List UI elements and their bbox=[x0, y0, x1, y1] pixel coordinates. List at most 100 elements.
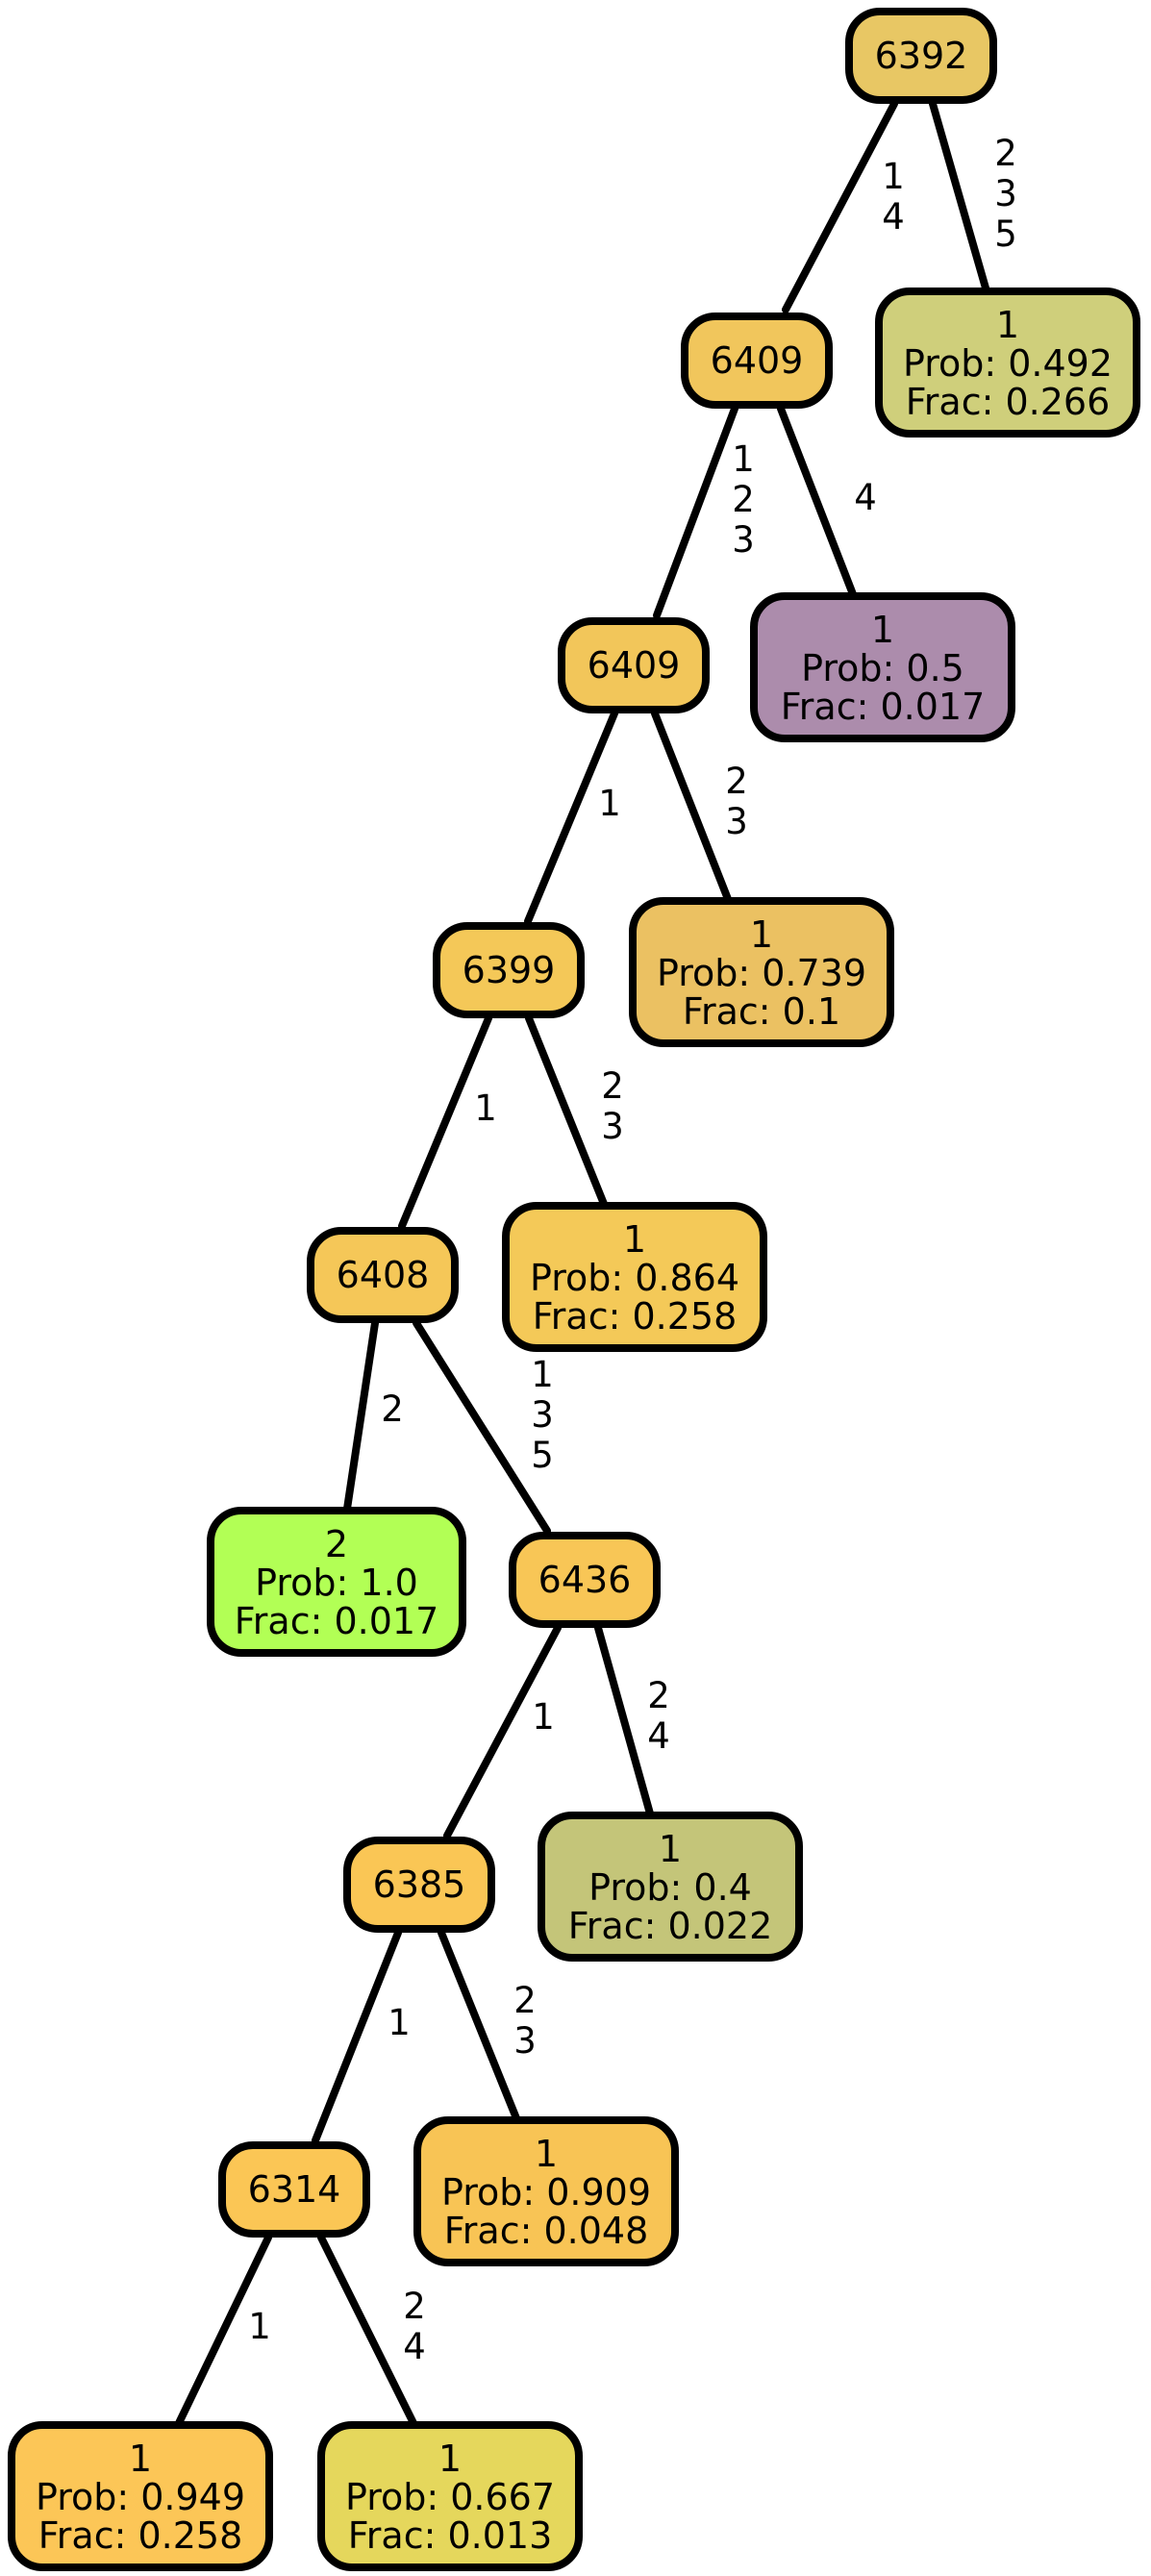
node-box bbox=[558, 617, 710, 713]
leaf-box bbox=[317, 2421, 583, 2571]
node-label: 6408 bbox=[337, 1254, 430, 1296]
leaf-frac: Frac: 0.048 bbox=[444, 2210, 649, 2252]
leaf-class: 1 bbox=[871, 609, 894, 651]
leaf-frac: Frac: 0.013 bbox=[348, 2514, 553, 2557]
leaf-box bbox=[538, 1812, 803, 1962]
leaf-prob: Prob: 1.0 bbox=[255, 1562, 418, 1604]
leaf-frac: Frac: 0.258 bbox=[38, 2514, 243, 2557]
edge-label: 2 bbox=[994, 133, 1017, 174]
node-label: 6436 bbox=[538, 1559, 632, 1601]
edge-line bbox=[175, 2234, 272, 2427]
edge-label: 2 bbox=[647, 1675, 670, 1716]
edge-label: 1 bbox=[531, 1354, 554, 1395]
leaf-prob: Prob: 0.739 bbox=[657, 952, 866, 994]
edge-line bbox=[653, 405, 738, 619]
leaf-class: 1 bbox=[438, 2438, 462, 2480]
edge-label: 5 bbox=[531, 1435, 554, 1476]
leaf-box bbox=[875, 288, 1140, 438]
leaf-box bbox=[502, 1202, 767, 1352]
edge-line bbox=[398, 1014, 492, 1230]
edge-label: 4 bbox=[854, 477, 877, 518]
edge-label: 1 bbox=[388, 2002, 411, 2043]
edge-e-6392-leaf0492: 235 bbox=[929, 100, 1017, 295]
edge-line bbox=[524, 710, 618, 925]
node-box bbox=[343, 1837, 495, 1933]
leaf-class: 1 bbox=[996, 304, 1019, 346]
node-box bbox=[433, 922, 585, 1018]
edge-label: 2 bbox=[381, 1388, 404, 1430]
leaf-frac: Frac: 0.022 bbox=[568, 1905, 773, 1947]
node-6385: 6385 bbox=[343, 1837, 495, 1933]
edge-label: 4 bbox=[403, 2326, 426, 2367]
leaf-frac: Frac: 0.266 bbox=[906, 381, 1111, 423]
node-box bbox=[845, 8, 997, 104]
edge-line bbox=[312, 1929, 402, 2144]
edge-label: 1 bbox=[248, 2306, 271, 2347]
leaf-class: 1 bbox=[623, 1218, 646, 1261]
leaf-class: 1 bbox=[129, 2438, 152, 2480]
node-label: 6409 bbox=[588, 644, 681, 687]
leaf-prob: Prob: 0.667 bbox=[345, 2476, 555, 2518]
node-6409b: 6409 bbox=[558, 617, 710, 713]
edge-label: 4 bbox=[647, 1715, 670, 1757]
node-label: 6314 bbox=[248, 2168, 341, 2211]
node-6408: 6408 bbox=[307, 1227, 459, 1323]
edge-line bbox=[343, 1319, 379, 1513]
edge-label: 3 bbox=[725, 801, 748, 842]
leaf-prob: Prob: 0.949 bbox=[36, 2476, 245, 2518]
edge-label: 2 bbox=[732, 479, 755, 520]
node-label: 6409 bbox=[711, 339, 804, 382]
node-6399: 6399 bbox=[433, 922, 585, 1018]
leaf-frac: Frac: 0.017 bbox=[235, 1600, 439, 1642]
edge-line bbox=[929, 100, 990, 295]
edge-line bbox=[443, 1624, 562, 1839]
leaf-frac: Frac: 0.258 bbox=[533, 1295, 738, 1338]
leaf-frac: Frac: 0.1 bbox=[683, 990, 840, 1033]
edge-e-6399-6408: 1 bbox=[398, 1014, 497, 1230]
edge-label: 3 bbox=[994, 173, 1017, 214]
edge-e-6409b-6399: 1 bbox=[524, 710, 621, 925]
leaf-box bbox=[750, 592, 1015, 742]
node-label: 6392 bbox=[875, 35, 968, 77]
node-label: 6385 bbox=[373, 1863, 466, 1906]
leaf-box bbox=[207, 1507, 466, 1657]
edge-label: 3 bbox=[601, 1106, 624, 1147]
edge-e-6408-leaf10: 2 bbox=[343, 1319, 404, 1513]
node-box bbox=[218, 2141, 370, 2238]
edge-line bbox=[594, 1624, 654, 1817]
edge-line bbox=[782, 100, 898, 313]
edge-e-6314-leaf0949: 1 bbox=[175, 2234, 272, 2427]
edge-label: 2 bbox=[725, 761, 748, 802]
edge-e-6385-6314: 1 bbox=[312, 1929, 411, 2144]
leaf-box bbox=[413, 2116, 679, 2266]
edge-e-6392-6409a: 14 bbox=[782, 100, 905, 313]
leaf-frac: Frac: 0.017 bbox=[781, 686, 986, 728]
leaf-prob: Prob: 0.864 bbox=[530, 1257, 739, 1299]
leaf-box bbox=[629, 897, 894, 1047]
edge-label: 2 bbox=[601, 1065, 624, 1107]
node-6314: 6314 bbox=[218, 2141, 370, 2238]
edge-e-6409a-leaf05: 4 bbox=[777, 405, 877, 598]
node-box bbox=[509, 1532, 661, 1628]
edge-label: 4 bbox=[882, 196, 905, 238]
leaf-class: 2 bbox=[325, 1523, 348, 1565]
edge-line bbox=[413, 1319, 551, 1535]
edge-e-6436-6385: 1 bbox=[443, 1624, 562, 1839]
node-label: 6399 bbox=[463, 949, 556, 991]
edge-e-6436-leaf04: 24 bbox=[594, 1624, 670, 1817]
edge-label: 2 bbox=[513, 1980, 537, 2021]
edge-e-6385-leaf0909: 23 bbox=[438, 1929, 537, 2122]
leaf-prob: Prob: 0.909 bbox=[441, 2171, 651, 2213]
edge-label: 1 bbox=[532, 1696, 555, 1738]
edge-e-6399-leaf0864: 23 bbox=[525, 1014, 624, 1208]
edge-line bbox=[317, 2234, 417, 2427]
